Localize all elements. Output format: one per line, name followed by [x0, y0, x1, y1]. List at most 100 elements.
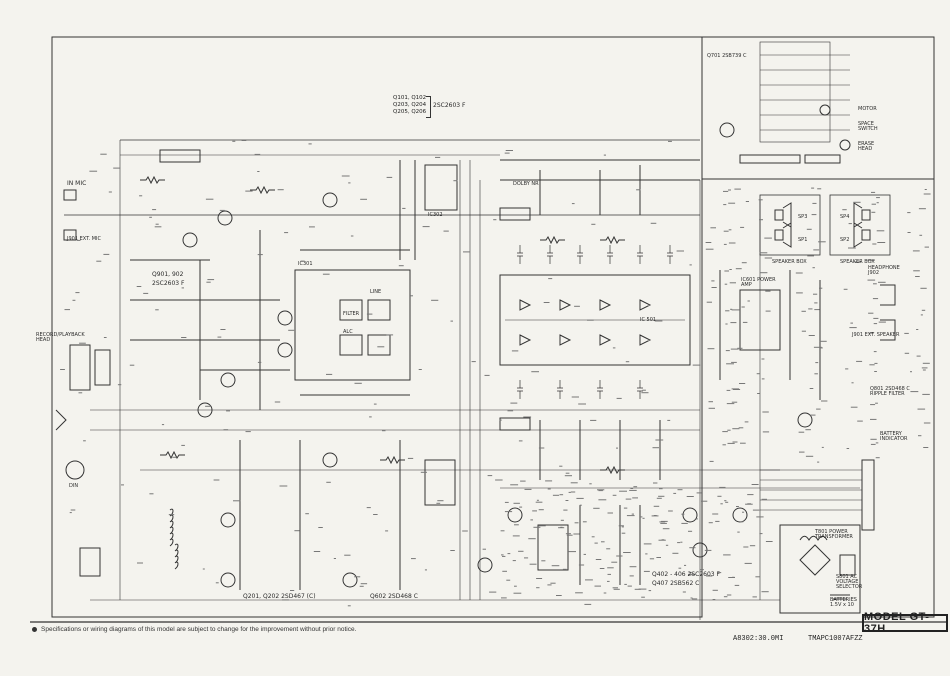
schematic-detail-mark [762, 411, 769, 413]
q201-label: Q201, Q202 2SD467 (C) [243, 593, 316, 600]
schematic-detail-mark [725, 350, 730, 352]
schematic-detail-mark [500, 530, 505, 532]
schematic-detail-mark [650, 222, 657, 224]
schematic-detail-mark [734, 584, 740, 586]
schematic-detail-mark [814, 302, 818, 304]
schematic-detail-mark [842, 209, 847, 211]
schematic-detail-mark [708, 401, 713, 403]
schematic-detail-mark [801, 310, 806, 312]
schematic-detail-mark [571, 203, 575, 205]
schematic-detail-mark [856, 360, 863, 362]
schematic-detail-mark [518, 440, 523, 442]
schematic-detail-mark [907, 232, 911, 233]
schematic-detail-mark [377, 346, 385, 348]
schematic-detail-mark [765, 541, 773, 542]
schematic-detail-mark [720, 503, 723, 505]
schematic-detail-mark [796, 292, 803, 294]
schematic-detail-mark [817, 461, 820, 463]
schematic-detail-mark [233, 500, 241, 502]
schematic-detail-mark [811, 187, 815, 189]
schematic-detail-mark [290, 590, 295, 591]
schematic-detail-mark [618, 525, 624, 527]
schematic-detail-mark [655, 439, 664, 441]
schematic-detail-mark [612, 347, 616, 349]
schematic-detail-mark [706, 575, 713, 577]
schematic-detail-mark [731, 401, 738, 403]
schematic-detail-mark [499, 419, 502, 421]
schematic-detail-mark [436, 502, 441, 504]
headphone-label: HEADPHONE J902 [868, 265, 900, 276]
schematic-detail-mark [707, 348, 715, 350]
schematic-detail-mark [591, 223, 596, 225]
schematic-detail-mark [795, 272, 803, 274]
schematic-detail-mark [612, 494, 617, 496]
ic601-label: IC601 POWER AMP [741, 277, 776, 288]
schematic-detail-mark [918, 435, 922, 437]
schematic-detail-mark [642, 517, 645, 519]
schematic-detail-mark [725, 501, 729, 503]
schematic-detail-mark [598, 490, 603, 492]
schematic-detail-mark [507, 410, 514, 412]
schematic-detail-mark [758, 199, 763, 201]
schematic-detail-mark [538, 447, 545, 449]
schematic-detail-mark [206, 281, 211, 283]
schematic-detail-mark [632, 497, 638, 499]
schematic-detail-mark [536, 499, 539, 501]
schematic-detail-mark [752, 596, 757, 598]
schematic-detail-mark [547, 488, 551, 490]
schematic-detail-mark [798, 431, 805, 433]
schematic-detail-mark [181, 337, 187, 338]
schematic-detail-mark [96, 260, 102, 262]
schematic-detail-mark [578, 403, 586, 405]
schematic-detail-mark [805, 455, 814, 457]
schematic-detail-mark [712, 513, 719, 515]
schematic-detail-mark [733, 389, 741, 390]
schematic-detail-mark [686, 496, 694, 497]
transistor-note-bracket [426, 96, 431, 118]
schematic-detail-mark [172, 456, 177, 458]
schematic-detail-mark [603, 154, 606, 156]
schematic-detail-mark [673, 492, 677, 494]
schematic-detail-mark [463, 251, 470, 253]
schematic-detail-mark [708, 407, 715, 409]
schematic-detail-mark [598, 499, 607, 501]
schematic-detail-mark [730, 308, 733, 310]
ic501-label: IC 501 [640, 317, 657, 323]
schematic-detail-mark [300, 260, 305, 262]
schematic-detail-mark [877, 242, 886, 243]
schematic-detail-mark [682, 591, 686, 593]
schematic-detail-mark [502, 555, 506, 557]
schematic-detail-mark [623, 552, 631, 553]
schematic-detail-mark [726, 594, 732, 596]
schematic-detail-mark [740, 442, 746, 444]
schematic-detail-mark [690, 597, 693, 599]
schematic-detail-mark [288, 329, 295, 331]
schematic-detail-mark [519, 506, 523, 508]
schematic-detail-mark [692, 364, 701, 366]
schematic-detail-mark [659, 488, 663, 490]
sp4-label: SP4 [840, 214, 850, 220]
schematic-detail-mark [274, 401, 281, 403]
schematic-detail-mark [420, 471, 427, 473]
schematic-detail-mark [731, 309, 740, 311]
schematic-detail-mark [726, 403, 735, 405]
schematic-detail-mark [532, 510, 537, 512]
schematic-detail-mark [369, 416, 372, 418]
schematic-detail-mark [536, 587, 540, 589]
schematic-detail-mark [630, 488, 634, 489]
schematic-detail-mark [681, 513, 685, 515]
schematic-detail-mark [257, 171, 260, 172]
schematic-detail-mark [631, 513, 634, 515]
schematic-detail-mark [313, 551, 321, 552]
schematic-detail-mark [202, 568, 205, 570]
schematic-detail-mark [621, 532, 626, 534]
schematic-detail-mark [924, 189, 927, 190]
schematic-detail-mark [360, 583, 368, 585]
schematic-detail-mark [696, 492, 702, 494]
schematic-detail-mark [241, 140, 247, 141]
schematic-detail-mark [612, 587, 618, 589]
schematic-detail-mark [724, 283, 728, 285]
schematic-detail-mark [619, 490, 627, 492]
schematic-detail-mark [747, 503, 751, 505]
schematic-detail-mark [717, 572, 722, 574]
